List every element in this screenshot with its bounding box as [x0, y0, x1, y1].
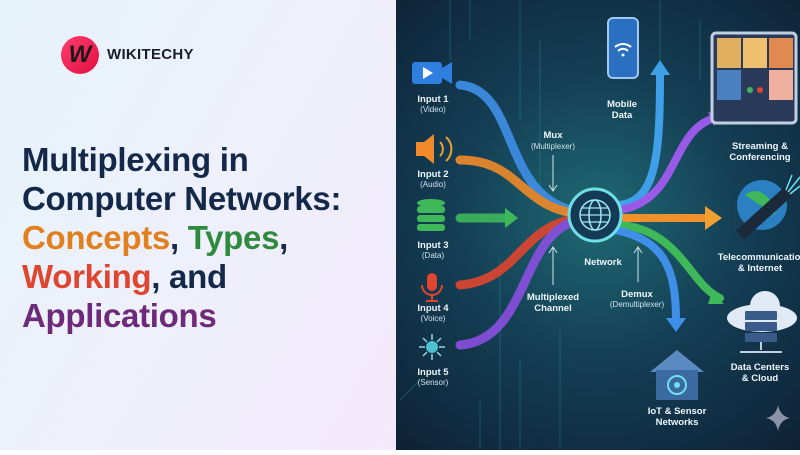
- iot-stream: [611, 226, 680, 324]
- telecom-label-2: & Internet: [738, 263, 783, 274]
- globe-fiber-cable-icon: [735, 174, 800, 240]
- title-comma: ,: [169, 219, 188, 256]
- demux-label: Demux: [621, 289, 653, 300]
- speaker-icon: [416, 134, 453, 164]
- input-5-label: Input 5: [417, 367, 449, 378]
- brand-name: WIKITECHY: [107, 46, 194, 63]
- cloud-server-icon: [727, 291, 797, 353]
- channel-pointer-arrow: [548, 246, 558, 285]
- input-2-type: (Audio): [420, 180, 446, 189]
- diagram-panel: Input 1 (Video) Input 2 (Audio) Input 3 …: [396, 0, 800, 450]
- title-concepts: Concepts: [22, 219, 170, 256]
- iot-arrow-icon: [666, 318, 686, 332]
- title-line-1: Multiplexing in: [22, 141, 249, 178]
- demux-pointer-arrow: [633, 246, 643, 282]
- network-globe-icon: [567, 187, 623, 243]
- iot-label-2: Networks: [656, 417, 699, 428]
- sensor-stream: [455, 215, 585, 350]
- streaming-stream: [616, 114, 719, 214]
- microphone-icon: [421, 273, 443, 302]
- title-line-4: Working, and: [22, 257, 341, 296]
- title-types: Types: [187, 219, 280, 256]
- multiplexed-channel-label-2: Channel: [534, 303, 571, 314]
- input-1-label: Input 1: [417, 94, 449, 105]
- input-4-type: (Voice): [421, 314, 446, 323]
- title-panel: W WIKITECHY Multiplexing in Computer Net…: [0, 0, 396, 450]
- smart-home-icon: [650, 350, 704, 400]
- datacenter-arrow-icon: [708, 292, 724, 304]
- datacenter-stream: [616, 221, 724, 302]
- mobile-data-label-1: Mobile: [607, 99, 637, 110]
- video-camera-icon: [412, 62, 452, 84]
- page-title: Multiplexing in Computer Networks: Conce…: [22, 140, 341, 335]
- mux-sub: (Multiplexer): [531, 142, 575, 151]
- title-working: Working: [22, 258, 152, 295]
- telecom-arrow-icon: [705, 206, 722, 230]
- streaming-label-2: Conferencing: [729, 152, 790, 163]
- input-5-type: (Sensor): [418, 378, 449, 387]
- smartphone-icon: [607, 17, 639, 79]
- mobile-arrow-icon: [650, 60, 670, 75]
- input-2-label: Input 2: [417, 169, 448, 180]
- multiplexing-diagram: Input 1 (Video) Input 2 (Audio) Input 3 …: [399, 0, 800, 450]
- audio-stream: [455, 155, 585, 219]
- input-3-label: Input 3: [417, 240, 448, 251]
- title-and: , and: [151, 258, 227, 295]
- datacenter-label-2: & Cloud: [742, 373, 779, 384]
- mobile-stream: [616, 71, 664, 209]
- input-3-type: (Data): [422, 251, 445, 260]
- title-applications: Applications: [22, 297, 217, 334]
- network-label: Network: [584, 257, 622, 268]
- mux-label: Mux: [544, 130, 564, 141]
- input-1-type: (Video): [420, 105, 446, 114]
- data-arrow-icon: [505, 208, 518, 228]
- telecom-label-1: Telecommunication: [718, 252, 800, 263]
- mux-pointer-arrow: [548, 155, 558, 192]
- streaming-label-1: Streaming &: [732, 141, 788, 152]
- input-streams: [455, 80, 585, 350]
- iot-label-1: IoT & Sensor: [648, 406, 707, 417]
- sensor-icon: [419, 334, 445, 360]
- mobile-data-label-2: Data: [612, 110, 633, 121]
- title-comma: ,: [279, 219, 289, 256]
- database-icon: [417, 199, 445, 231]
- input-4-label: Input 4: [417, 303, 449, 314]
- multiplexed-channel-label-1: Multiplexed: [527, 292, 579, 303]
- video-conference-monitor-icon: [710, 31, 798, 125]
- wikitechy-logo-icon: W: [61, 36, 99, 74]
- circuit-lines: [399, 0, 701, 450]
- demux-sub: (Demultiplexer): [610, 300, 665, 309]
- title-line-3: Concepts, Types,: [22, 218, 341, 257]
- output-streams: [611, 71, 724, 324]
- title-line-2: Computer Networks:: [22, 180, 342, 217]
- datacenter-label-1: Data Centers: [731, 362, 790, 373]
- sparkle-icon: [766, 405, 790, 431]
